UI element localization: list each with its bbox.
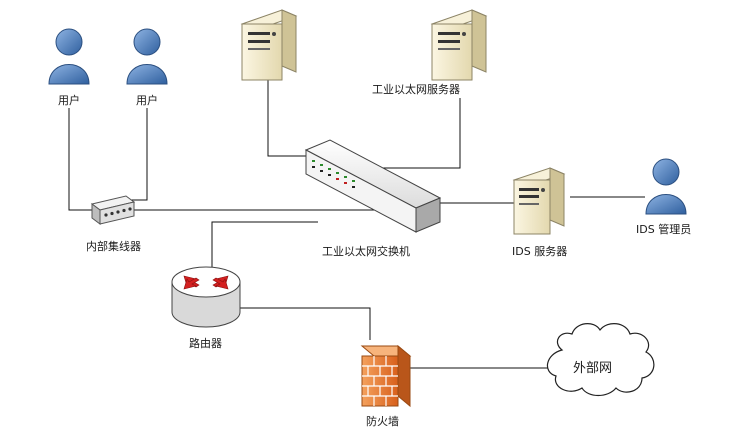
user-icon <box>126 28 168 85</box>
server-icon <box>240 9 298 81</box>
server-icon <box>430 9 488 81</box>
firewall-label: 防火墙 <box>366 414 399 428</box>
server-icon <box>512 167 566 235</box>
user-icon <box>48 28 90 85</box>
cloud-icon <box>546 323 655 397</box>
user-label: 用户 <box>136 93 158 107</box>
router-label: 路由器 <box>189 336 222 350</box>
switch-label: 工业以太网交换机 <box>322 244 410 258</box>
external-network-label: 外部网 <box>573 361 612 376</box>
connections <box>68 78 645 369</box>
admin-user-icon <box>645 158 687 215</box>
hub-icon <box>90 195 136 225</box>
link-router-firewall <box>240 307 371 340</box>
admin-label: IDS 管理员 <box>636 222 691 236</box>
hub-label: 内部集线器 <box>86 239 141 253</box>
link-user2-hub <box>130 108 148 201</box>
link-switch-router <box>211 221 318 272</box>
link-user1-hub <box>68 108 97 211</box>
switch-port-leds <box>312 160 355 188</box>
router-icon <box>171 266 241 328</box>
switch-icon <box>304 139 442 233</box>
server-label: 工业以太网服务器 <box>372 83 460 96</box>
ids-server-label: IDS 服务器 <box>512 245 567 258</box>
user-label: 用户 <box>58 93 80 107</box>
link-server1-switch <box>267 78 310 157</box>
link-server2-switch <box>375 98 461 169</box>
firewall-icon <box>360 344 412 408</box>
